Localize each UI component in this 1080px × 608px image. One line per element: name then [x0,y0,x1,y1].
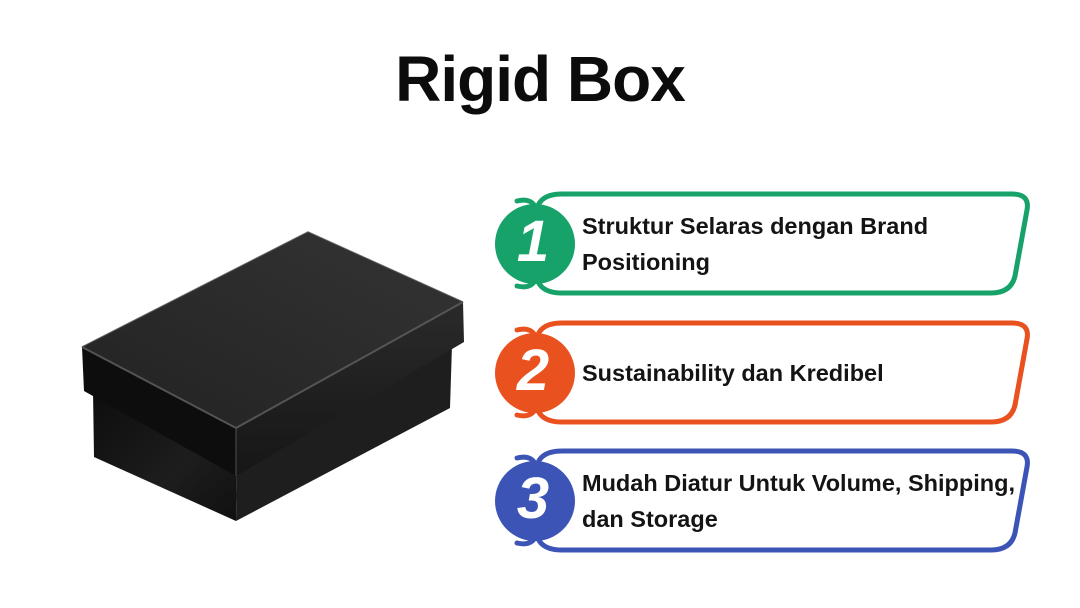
number-badge: 2 [495,333,575,413]
benefit-text: Mudah Diatur Untuk Volume, Shipping, dan… [582,469,1015,532]
box-lid-top-face [82,232,463,428]
benefit-callout-3: 3 Mudah Diatur Untuk Volume, Shipping, d… [495,447,1044,555]
box-lid-front-face [236,302,464,476]
step-number: 3 [516,466,550,531]
black-rigid-box-image [81,231,464,521]
step-number: 1 [516,209,550,274]
benefit-text: Sustainability dan Kredibel [582,359,884,386]
box-base-left-face [93,390,237,521]
callout-border-shape [514,191,1030,296]
number-badge: 1 [495,204,575,284]
number-badge: 3 [495,461,575,541]
box-base-front-face [236,345,452,521]
page-title: Rigid Box [395,43,686,115]
box-top-back-rim [81,231,464,348]
benefit-callout-1: 1 Struktur Selaras dengan Brand Position… [495,190,1044,298]
benefit-callout-2: 2 Sustainability dan Kredibel [495,319,1044,427]
box-lid-left-face [82,347,236,476]
step-number: 2 [516,338,550,403]
benefit-text: Struktur Selaras dengan Brand Positionin… [582,212,929,275]
